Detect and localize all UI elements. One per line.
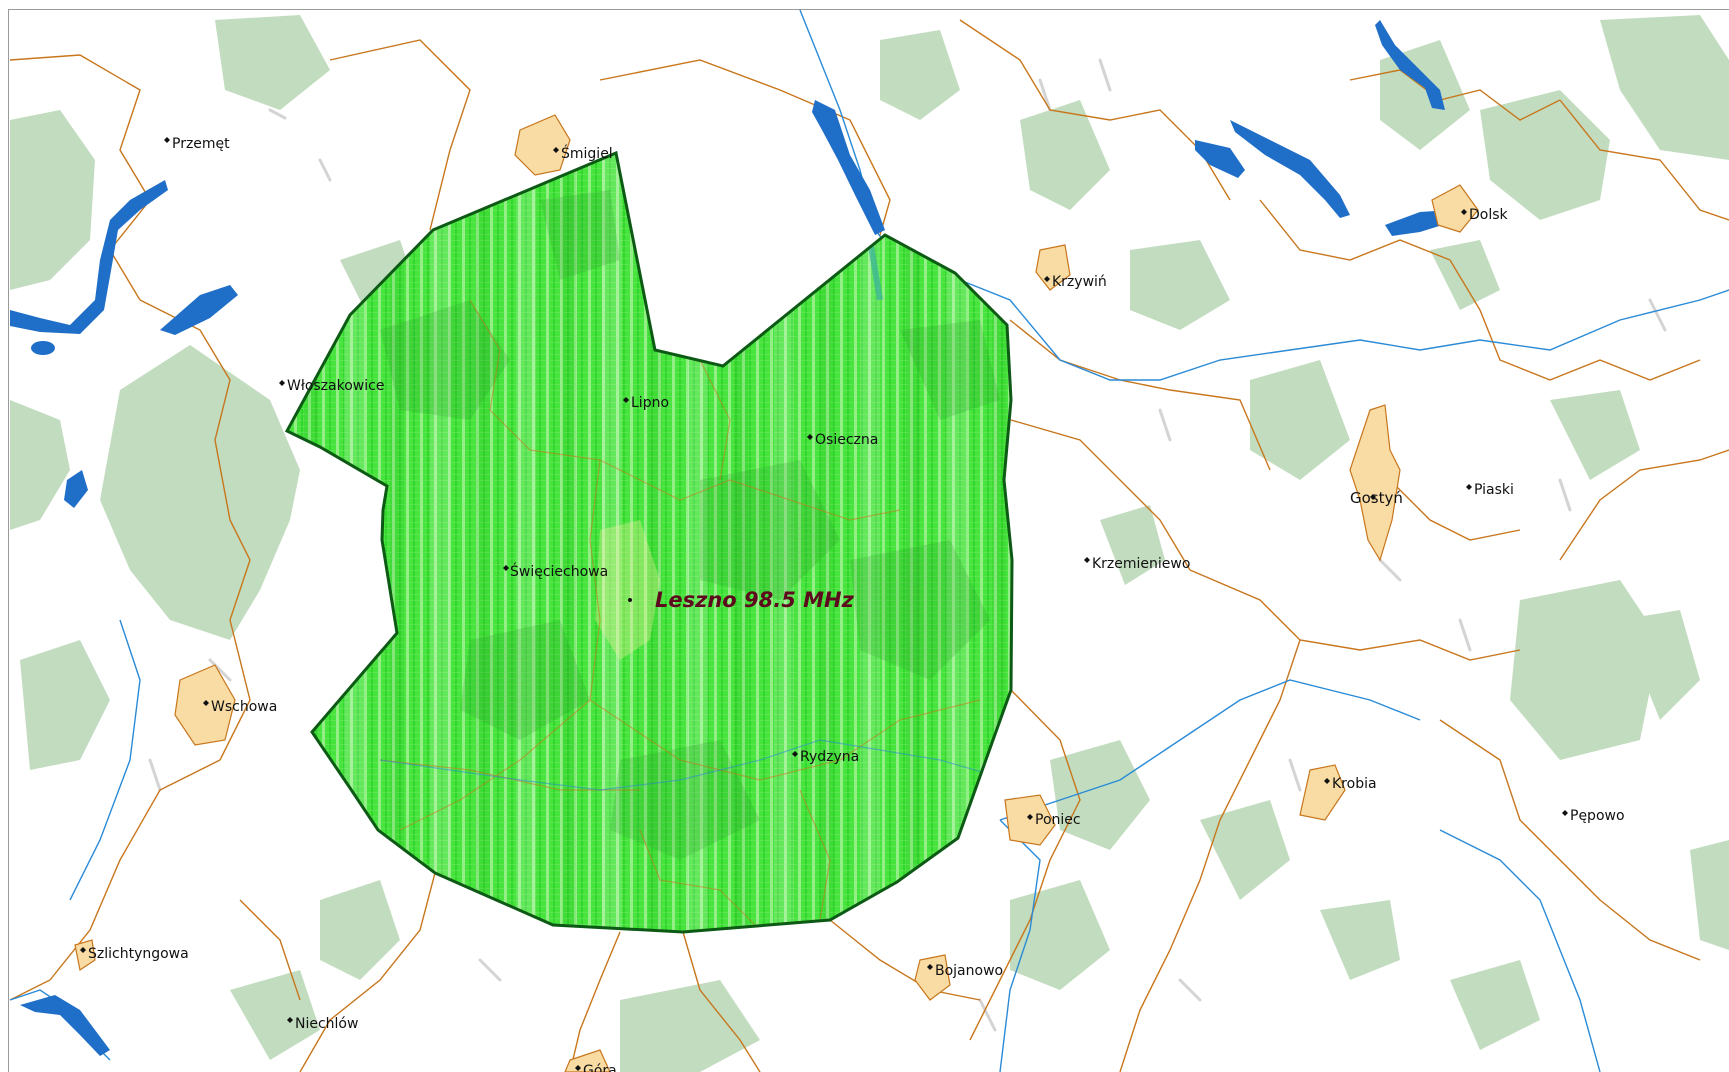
place-markers: [80, 137, 1568, 1071]
coverage-outline: [284, 150, 1014, 934]
place-label-krzywin[interactable]: Krzywiń: [1052, 274, 1107, 290]
place-label-gostyn[interactable]: Gostyń: [1350, 489, 1403, 507]
place-label-smigiel[interactable]: Śmigiel: [561, 144, 613, 162]
place-label-dolsk[interactable]: Dolsk: [1469, 207, 1509, 223]
place-label-rydzyna[interactable]: Rydzyna: [800, 749, 859, 765]
boundary-lines: [9, 19, 1729, 1072]
coverage-area[interactable]: [280, 150, 1020, 940]
place-label-krzemieniewo[interactable]: Krzemieniewo: [1092, 556, 1190, 572]
place-label-wloszakowice[interactable]: Włoszakowice: [287, 378, 384, 394]
place-label-bojanowo[interactable]: Bojanowo: [935, 963, 1003, 979]
place-label-krobia[interactable]: Krobia: [1332, 776, 1377, 792]
place-labels: Przemęt Śmigiel Dolsk Krzywiń Włoszakowi…: [88, 136, 1625, 1072]
place-label-gora[interactable]: Góra: [583, 1063, 617, 1072]
place-label-piaski[interactable]: Piaski: [1474, 482, 1514, 498]
place-label-osieczna[interactable]: Osieczna: [815, 432, 878, 448]
transmitter-marker[interactable]: [628, 598, 632, 602]
place-label-swieciechowa[interactable]: Święciechowa: [510, 562, 608, 580]
coverage-label: Leszno 98.5 MHz: [655, 588, 855, 612]
place-label-pepowo[interactable]: Pępowo: [1570, 808, 1625, 824]
place-label-poniec[interactable]: Poniec: [1035, 812, 1081, 828]
place-label-szlichtyngowa[interactable]: Szlichtyngowa: [88, 946, 189, 962]
water-layer: [10, 20, 1452, 1056]
place-label-wschowa[interactable]: Wschowa: [211, 699, 277, 715]
coverage-texture: [287, 153, 1012, 932]
place-label-niechlow[interactable]: Niechlów: [295, 1016, 358, 1032]
place-label-przemet[interactable]: Przemęt: [172, 136, 230, 152]
place-label-lipno[interactable]: Lipno: [631, 395, 669, 411]
